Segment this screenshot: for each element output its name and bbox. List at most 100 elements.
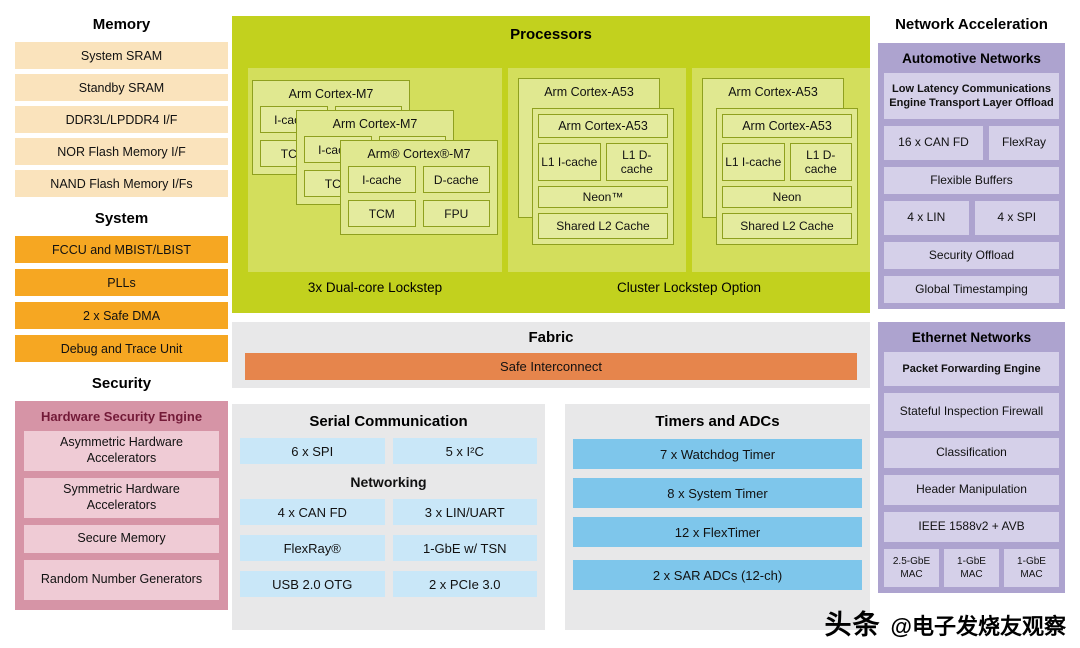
ethernet-networks-title: Ethernet Networks: [911, 330, 1032, 345]
neon-cell: Neon: [722, 186, 852, 208]
system-section: System FCCU and MBIST/LBIST PLLs 2 x Saf…: [15, 210, 228, 362]
icache-cell: I-cache: [348, 166, 416, 193]
m7-lockstep-caption: 3x Dual-core Lockstep: [307, 280, 443, 295]
security-title: Security: [91, 375, 152, 392]
lin-accel-cell: 4 x LIN: [884, 201, 969, 235]
l1-icache-cell: L1 I-cache: [538, 143, 601, 181]
fpu-cell: FPU: [422, 200, 490, 227]
processors-section: Processors Arm Cortex-M7 I-cache D-cache…: [232, 16, 870, 313]
low-latency-engine-cell: Low Latency Communications Engine Transp…: [884, 73, 1059, 119]
serial-communication-section: Serial Communication 6 x SPI 5 x I²C Net…: [232, 404, 545, 630]
memory-block-ddr-if: DDR3L/LPDDR4 I/F: [15, 106, 228, 133]
watermark: 头条 @电子发烧友观察: [825, 603, 1066, 642]
processors-title: Processors: [510, 26, 592, 43]
flexray-cell: FlexRay®: [240, 535, 385, 561]
watchdog-timer-bar: 7 x Watchdog Timer: [573, 439, 862, 469]
security-block-secure-memory: Secure Memory: [24, 525, 219, 553]
canfd-accel-cell: 16 x CAN FD: [884, 126, 983, 160]
networking-row: USB 2.0 OTG 2 x PCIe 3.0: [240, 571, 537, 597]
memory-block-nand-flash: NAND Flash Memory I/Fs: [15, 170, 228, 197]
packet-forwarding-engine-cell: Packet Forwarding Engine: [884, 352, 1059, 386]
networking-row: 4 x CAN FD 3 x LIN/UART: [240, 499, 537, 525]
stateful-firewall-cell: Stateful Inspection Firewall: [884, 393, 1059, 431]
cortex-a53-cluster-2: Arm Cortex-A53 Arm Cortex-A53 L1 I-cache…: [692, 68, 870, 272]
security-section: Security Hardware Security Engine Asymme…: [15, 375, 228, 610]
pcie-cell: 2 x PCIe 3.0: [392, 571, 537, 597]
cortex-a53-cluster-1: Arm Cortex-A53 Arm Cortex-A53 L1 I-cache…: [508, 68, 686, 272]
hse-title: Hardware Security Engine: [40, 409, 203, 424]
fabric-title: Fabric: [528, 329, 574, 346]
cortex-m7-card-title: Arm Cortex-M7: [332, 116, 418, 131]
shared-l2-cache-cell: Shared L2 Cache: [538, 213, 668, 239]
system-block-plls: PLLs: [15, 269, 228, 296]
header-manipulation-cell: Header Manipulation: [884, 475, 1059, 505]
timers-adcs-section: Timers and ADCs 7 x Watchdog Timer 8 x S…: [565, 404, 870, 630]
watermark-handle: @电子发烧友观察: [890, 614, 1066, 639]
system-block-safe-dma: 2 x Safe DMA: [15, 302, 228, 329]
mac-1gbe-cell: 1-GbE MAC: [944, 549, 999, 587]
canfd-cell: 4 x CAN FD: [240, 499, 385, 525]
memory-block-standby-sram: Standby SRAM: [15, 74, 228, 101]
safe-interconnect-bar: Safe Interconnect: [245, 353, 857, 380]
flexray-accel-cell: FlexRay: [989, 126, 1059, 160]
fabric-section: Fabric Safe Interconnect: [232, 322, 870, 388]
cortex-m7-panel: Arm Cortex-M7 I-cache D-cache TCM FPU Ar…: [248, 68, 502, 272]
mac-1gbe-cell: 1-GbE MAC: [1004, 549, 1059, 587]
gbe-tsn-cell: 1-GbE w/ TSN: [392, 535, 537, 561]
memory-block-nor-flash: NOR Flash Memory I/F: [15, 138, 228, 165]
cortex-m7-card-title: Arm® Cortex®-M7: [367, 146, 471, 161]
l1-icache-cell: L1 I-cache: [722, 143, 785, 181]
automotive-networks-box: Automotive Networks Low Latency Communic…: [878, 43, 1065, 309]
i2c-cell: 5 x I²C: [392, 438, 537, 464]
network-acceleration-column: Network Acceleration Automotive Networks…: [878, 16, 1065, 593]
l1-cache-row: L1 I-cache L1 D-cache: [538, 143, 668, 181]
cortex-m7-stack: Arm Cortex-M7 I-cache D-cache TCM FPU Ar…: [252, 80, 500, 240]
left-column: Memory System SRAM Standby SRAM DDR3L/LP…: [15, 16, 228, 610]
cortex-a53-front-card: Arm Cortex-A53 L1 I-cache L1 D-cache Neo…: [716, 108, 858, 245]
global-timestamping-cell: Global Timestamping: [884, 276, 1059, 303]
spi-cell: 6 x SPI: [240, 438, 385, 464]
shared-l2-cache-cell: Shared L2 Cache: [722, 213, 852, 239]
cortex-m7-card-cells: I-cache D-cache TCM FPU: [341, 166, 497, 234]
hardware-security-engine-box: Hardware Security Engine Asymmetric Hard…: [15, 401, 228, 610]
neon-cell: Neon™: [538, 186, 668, 208]
network-acceleration-title: Network Acceleration: [895, 16, 1048, 33]
flextimer-bar: 12 x FlexTimer: [573, 517, 862, 547]
cortex-a53-front-card: Arm Cortex-A53 L1 I-cache L1 D-cache Neo…: [532, 108, 674, 245]
system-block-fccu: FCCU and MBIST/LBIST: [15, 236, 228, 263]
networking-title: Networking: [350, 474, 427, 490]
automotive-networks-title: Automotive Networks: [902, 51, 1041, 66]
cortex-a53-title: Arm Cortex-A53: [722, 114, 852, 138]
flexible-buffers-cell: Flexible Buffers: [884, 167, 1059, 194]
sar-adc-bar: 2 x SAR ADCs (12-ch): [573, 560, 862, 590]
security-block-symmetric: Symmetric Hardware Accelerators: [24, 478, 219, 518]
mac-2-5gbe-cell: 2.5-GbE MAC: [884, 549, 939, 587]
a53-lockstep-caption: Cluster Lockstep Option: [616, 280, 762, 295]
system-title: System: [94, 210, 149, 227]
usb-otg-cell: USB 2.0 OTG: [240, 571, 385, 597]
dcache-cell: D-cache: [422, 166, 490, 193]
system-block-debug-trace: Debug and Trace Unit: [15, 335, 228, 362]
canfd-flexray-row: 16 x CAN FD FlexRay: [884, 126, 1059, 160]
memory-title: Memory: [92, 16, 151, 33]
classification-cell: Classification: [884, 438, 1059, 468]
l1-cache-row: L1 I-cache L1 D-cache: [722, 143, 852, 181]
ethernet-networks-box: Ethernet Networks Packet Forwarding Engi…: [878, 322, 1065, 593]
serial-row: 6 x SPI 5 x I²C: [240, 438, 537, 464]
cortex-m7-card-front: Arm® Cortex®-M7 I-cache D-cache TCM FPU: [340, 140, 498, 235]
system-timer-bar: 8 x System Timer: [573, 478, 862, 508]
tcm-cell: TCM: [348, 200, 416, 227]
timers-adcs-title: Timers and ADCs: [655, 413, 780, 430]
lin-spi-row: 4 x LIN 4 x SPI: [884, 201, 1059, 235]
toutiao-logo: 头条: [824, 610, 881, 640]
cortex-m7-card-title: Arm Cortex-M7: [288, 86, 374, 101]
security-block-asymmetric: Asymmetric Hardware Accelerators: [24, 431, 219, 471]
lin-uart-cell: 3 x LIN/UART: [392, 499, 537, 525]
l1-dcache-cell: L1 D-cache: [605, 143, 668, 181]
networking-row: FlexRay® 1-GbE w/ TSN: [240, 535, 537, 561]
ieee-1588-avb-cell: IEEE 1588v2 + AVB: [884, 512, 1059, 542]
security-offload-cell: Security Offload: [884, 242, 1059, 269]
cortex-a53-title: Arm Cortex-A53: [538, 114, 668, 138]
serial-communication-title: Serial Communication: [309, 413, 468, 430]
security-block-rng: Random Number Generators: [24, 560, 219, 600]
